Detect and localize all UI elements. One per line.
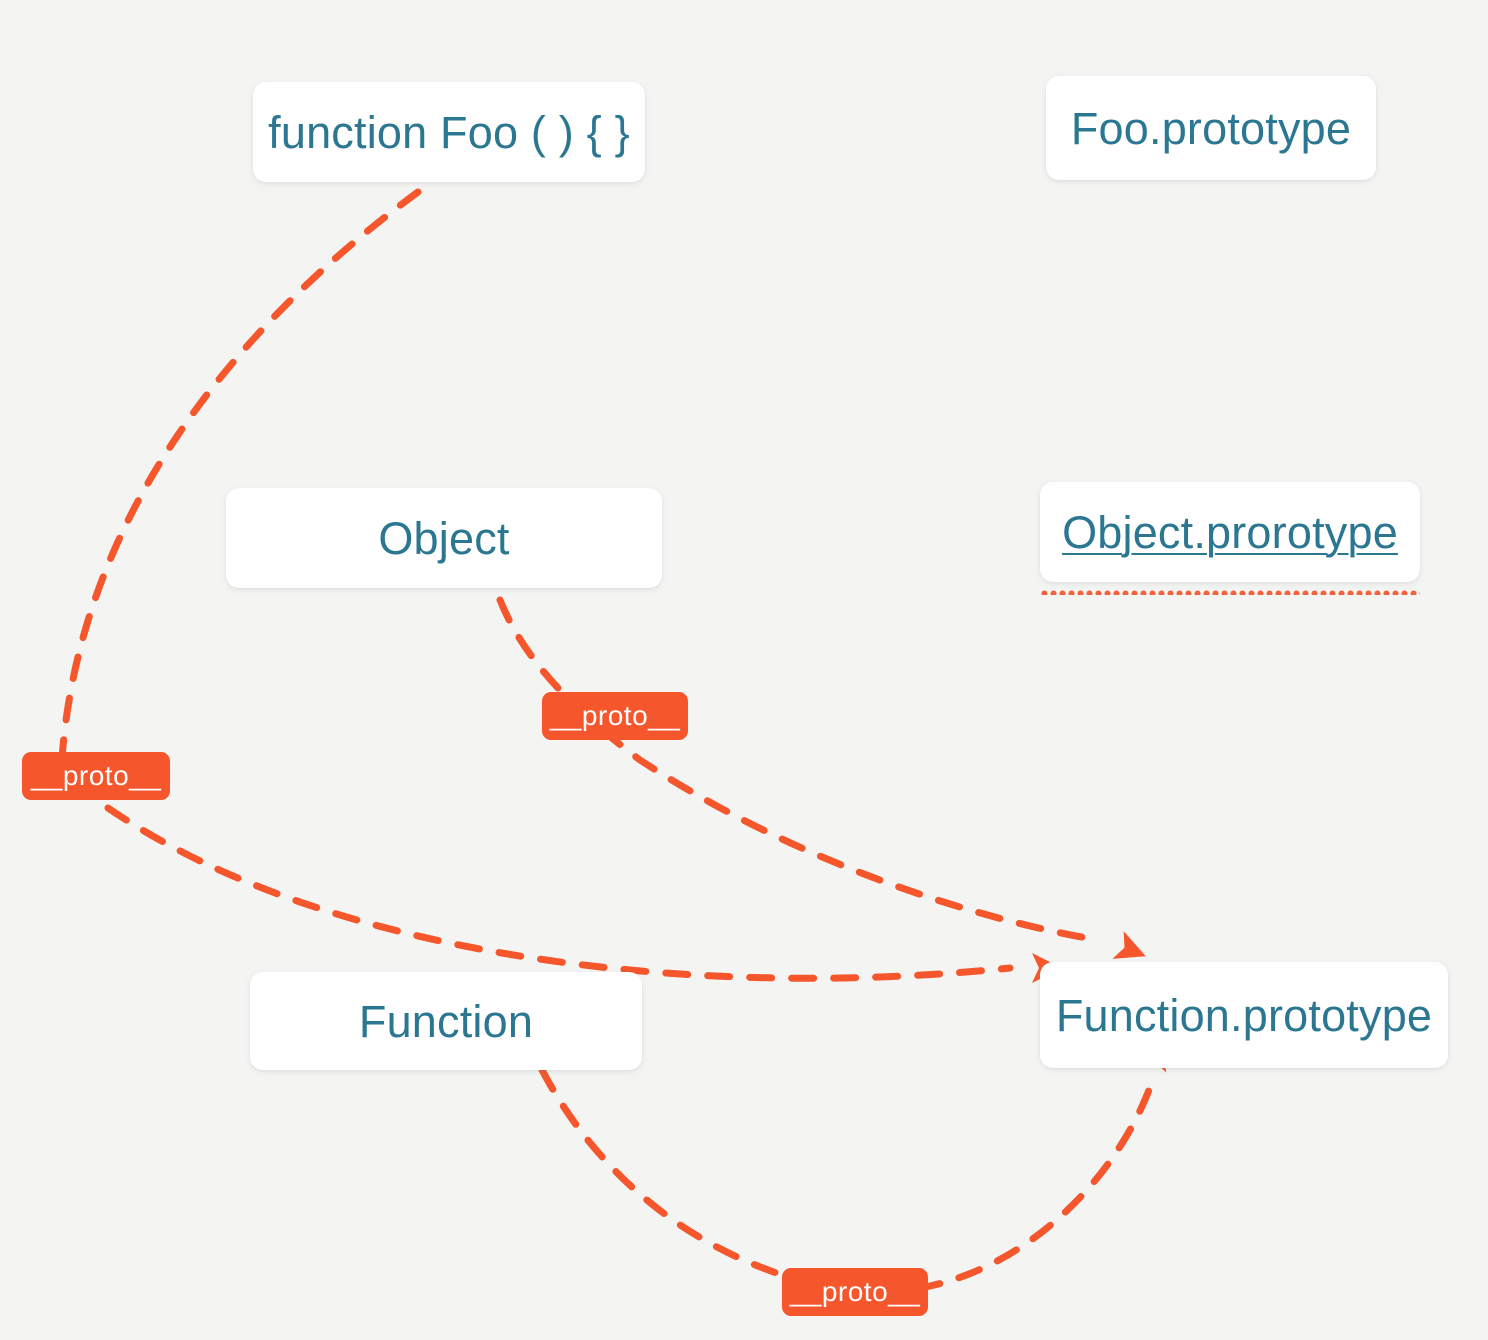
node-label: function Foo ( ) { } [268, 106, 630, 158]
node-label: Object [378, 512, 510, 564]
proto-badge-middle[interactable]: __proto__ [542, 692, 688, 740]
node-function-prototype[interactable]: Function.prototype [1040, 962, 1448, 1068]
spellcheck-underline [1040, 589, 1420, 595]
node-function[interactable]: Function [250, 972, 642, 1070]
node-foo-prototype[interactable]: Foo.prototype [1046, 76, 1376, 180]
node-foo-function[interactable]: function Foo ( ) { } [253, 82, 645, 182]
node-label: Foo.prototype [1070, 102, 1352, 154]
edge-object-to-function-prototype [496, 596, 1102, 944]
edge-foo-to-proto-left [58, 188, 422, 762]
node-label: Function [358, 995, 534, 1047]
edge-function-to-function-prototype [538, 1066, 1156, 1296]
node-object[interactable]: Object [226, 488, 662, 588]
edge-proto-left-to-function-prototype [104, 804, 1014, 982]
node-label: Function.prototype [1055, 989, 1433, 1041]
node-object-prorotype[interactable]: Object.prorotype [1040, 482, 1420, 595]
proto-badge-bottom[interactable]: __proto__ [782, 1268, 928, 1316]
node-label: Object.prorotype [1062, 506, 1398, 558]
proto-badge-left[interactable]: __proto__ [22, 752, 170, 800]
